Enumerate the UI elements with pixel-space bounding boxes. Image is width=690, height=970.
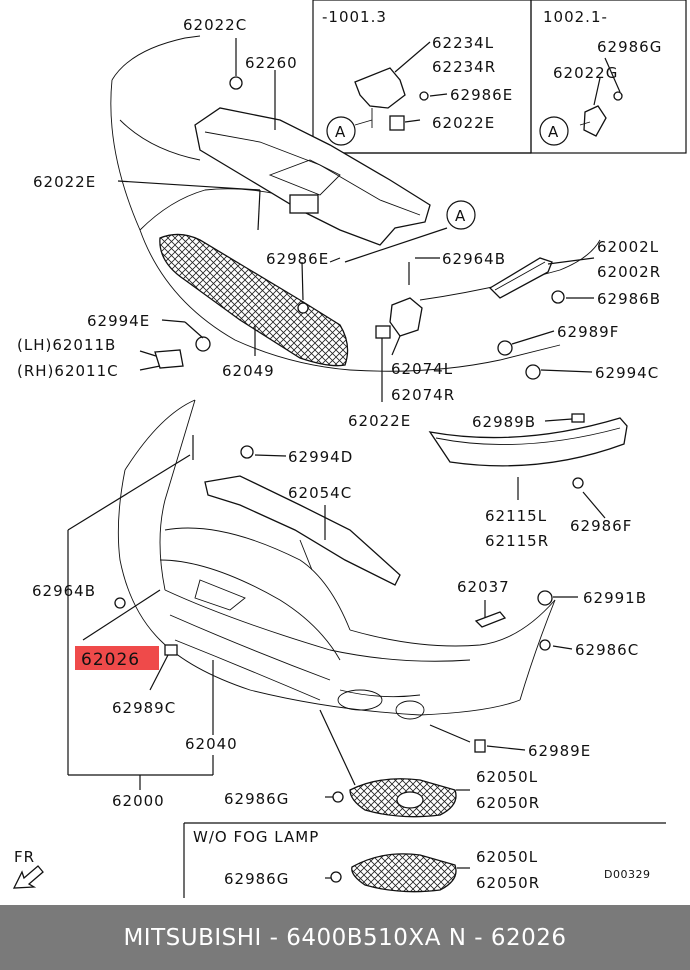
footer-bar: MITSUBISHI - 6400B510XA N - 62026: [0, 905, 690, 970]
inset-bracket-62234: [354, 67, 429, 131]
highlight-62026: [75, 646, 159, 670]
box-late-label: 1002.1-: [543, 8, 608, 26]
label-62964B-a: 62964B: [442, 250, 506, 268]
callout-a-box1-text: A: [335, 123, 346, 141]
part-labels: 62022C 62260 62022E 62234L 62234R 62986E…: [17, 16, 662, 892]
label-62000: 62000: [112, 792, 165, 810]
wo-fog-lamp-label: W/O FOG LAMP: [193, 828, 319, 846]
label-62002L: 62002L: [597, 238, 659, 256]
label-62115R: 62115R: [485, 532, 549, 550]
label-62050L-b: 62050L: [476, 848, 538, 866]
label-62011C: (RH)62011C: [17, 362, 119, 380]
box-early-label: -1001.3: [322, 8, 387, 26]
callout-a-box2-text: A: [548, 123, 559, 141]
label-62986F: 62986F: [570, 517, 632, 535]
label-62037: 62037: [457, 578, 510, 596]
label-62986G-a: 62986G: [224, 790, 289, 808]
callout-a-main-text: A: [455, 207, 466, 225]
label-62050R-b: 62050R: [476, 874, 540, 892]
label-62022E-c: 62022E: [348, 412, 411, 430]
label-62011B: (LH)62011B: [17, 336, 116, 354]
direction-arrow-icon: [12, 865, 44, 889]
leader-lines: [67, 38, 621, 879]
inset-clip-62022G: [579, 91, 623, 137]
tape-62037: [474, 611, 507, 628]
lower-reinforcement-62054C: [204, 475, 401, 586]
label-62986B: 62986B: [597, 290, 661, 308]
lower-grille-62050-nofog: [351, 853, 457, 893]
side-trim-62115: [428, 417, 628, 467]
label-62022G: 62022G: [553, 64, 618, 82]
inset-box-late: 1002.1-: [530, 0, 687, 154]
label-62986G-b: 62986G: [224, 870, 289, 888]
label-62050R-a: 62050R: [476, 794, 540, 812]
footer-text: MITSUBISHI - 6400B510XA N - 62026: [123, 924, 567, 951]
label-62994C: 62994C: [595, 364, 659, 382]
label-62002R: 62002R: [597, 263, 661, 281]
upper-bumper-outline: [110, 35, 601, 372]
fasteners: [114, 76, 585, 883]
front-direction-indicator: FR: [12, 848, 44, 889]
label-62234R: 62234R: [432, 58, 496, 76]
label-62115L: 62115L: [485, 507, 547, 525]
label-62022E-b: 62022E: [432, 114, 495, 132]
callout-a-box2: A: [539, 116, 569, 146]
upper-grille-62049: [159, 233, 349, 367]
label-62986E-box: 62986E: [450, 86, 513, 104]
lower-grille-62050-fog: [349, 778, 457, 818]
label-62074R: 62074R: [391, 386, 455, 404]
reinforcement-62260: [194, 107, 431, 246]
label-62994E: 62994E: [87, 312, 150, 330]
direction-label: FR: [14, 848, 35, 866]
label-62994D: 62994D: [288, 448, 353, 466]
label-62986E: 62986E: [266, 250, 329, 268]
label-62989E: 62989E: [528, 742, 591, 760]
front-bumper-62000: [117, 399, 556, 720]
label-62989B: 62989B: [472, 413, 536, 431]
wo-fog-lamp-box: W/O FOG LAMP D00329: [183, 822, 666, 898]
label-62050L-a: 62050L: [476, 768, 538, 786]
label-62022E-a: 62022E: [33, 173, 96, 191]
label-62989F: 62989F: [557, 323, 619, 341]
label-62964B-b: 62964B: [32, 582, 96, 600]
side-bracket-62002: [488, 257, 553, 299]
label-62260: 62260: [245, 54, 298, 72]
label-62234L: 62234L: [432, 34, 494, 52]
bracket-62074: [375, 297, 423, 339]
callout-a-main: A: [446, 200, 476, 230]
parts-diagram: -1001.3 1002.1-: [12, 0, 687, 898]
callout-a-box1: A: [326, 116, 356, 146]
label-62986G-box: 62986G: [597, 38, 662, 56]
label-62026[interactable]: 62026: [81, 650, 140, 670]
label-62049: 62049: [222, 362, 275, 380]
label-62991B: 62991B: [583, 589, 647, 607]
label-62022C: 62022C: [183, 16, 247, 34]
label-62986C: 62986C: [575, 641, 639, 659]
label-62989C: 62989C: [112, 699, 176, 717]
label-62074L: 62074L: [391, 360, 453, 378]
drawing-code: D00329: [604, 868, 650, 881]
label-62040: 62040: [185, 735, 238, 753]
label-62054C: 62054C: [288, 484, 352, 502]
